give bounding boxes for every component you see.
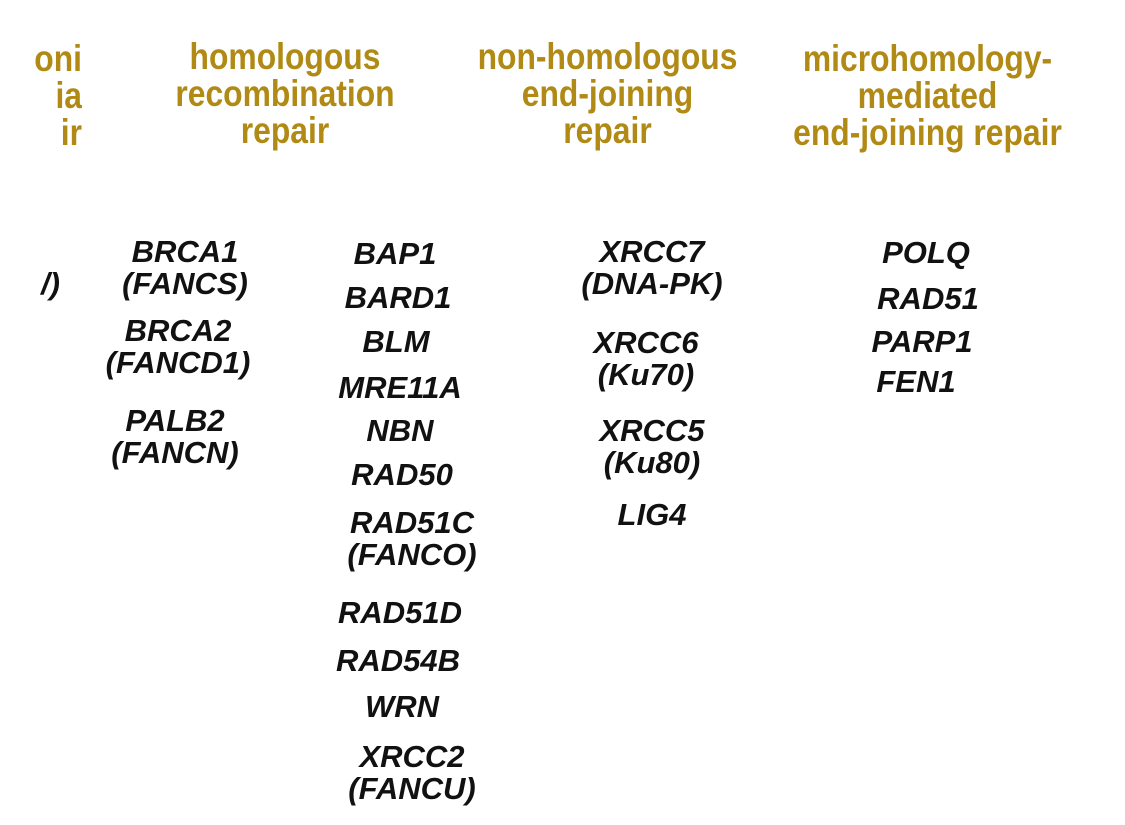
partial-pathway-header: oni ia ir xyxy=(0,40,82,151)
gene-label: RAD51C (FANCO) xyxy=(312,507,512,571)
gene-label: BLM xyxy=(296,326,496,358)
header-line: non-homologous xyxy=(477,36,738,77)
gene-alias: (FANCD1) xyxy=(105,345,251,380)
gene-alias: (FANCS) xyxy=(122,266,248,301)
gene-name: RAD54B xyxy=(335,643,461,678)
gene-name: PARP1 xyxy=(871,324,973,359)
gene-alias: (FANCN) xyxy=(111,435,239,470)
gene-name: FEN1 xyxy=(876,364,956,399)
header-line: end-joining repair xyxy=(793,112,1062,153)
gene-name: BLM xyxy=(362,324,430,359)
gene-name: XRCC7 xyxy=(599,234,705,269)
gene-name: XRCC6 xyxy=(593,325,699,360)
mmej-pathway-header: microhomology- mediated end-joining repa… xyxy=(779,40,1076,151)
gene-label: XRCC7 (DNA-PK) xyxy=(552,236,752,300)
gene-name: BARD1 xyxy=(344,280,452,315)
gene-alias: (FANCO) xyxy=(347,537,477,572)
gene-label: BRCA2 (FANCD1) xyxy=(78,315,278,379)
gene-label: RAD54B xyxy=(298,645,498,677)
gene-name: RAD51D xyxy=(337,595,463,630)
gene-name: XRCC5 xyxy=(599,413,705,448)
gene-label: BAP1 xyxy=(295,238,495,270)
gene-label: FEN1 xyxy=(816,366,1016,398)
gene-name: XRCC2 xyxy=(359,739,465,774)
hr-pathway-header: homologous recombination repair xyxy=(156,38,414,149)
gene-label: RAD51 xyxy=(828,283,1028,315)
gene-label: MRE11A xyxy=(300,372,500,404)
gene-alias: (Ku70) xyxy=(597,357,695,392)
gene-name: BRCA1 xyxy=(131,234,239,269)
gene-name: LIG4 xyxy=(617,497,687,532)
header-line: mediated xyxy=(857,75,998,116)
gene-label: BRCA1 (FANCS) xyxy=(85,236,285,300)
header-line: repair xyxy=(563,110,652,151)
gene-label: PALB2 (FANCN) xyxy=(75,405,275,469)
gene-label: WRN xyxy=(302,691,502,723)
gene-alias: (Ku80) xyxy=(603,445,701,480)
header-line: end-joining xyxy=(521,73,694,114)
gene-label: /) xyxy=(41,268,60,301)
gene-label: XRCC2 (FANCU) xyxy=(312,741,512,805)
gene-name: BAP1 xyxy=(353,236,437,271)
gene-label: XRCC6 (Ku70) xyxy=(546,327,746,391)
nhej-pathway-header: non-homologous end-joining repair xyxy=(459,38,756,149)
gene-label: XRCC5 (Ku80) xyxy=(552,415,752,479)
gene-alias: (DNA-PK) xyxy=(581,266,723,301)
gene-label: RAD51D xyxy=(300,597,500,629)
gene-name: RAD51 xyxy=(877,281,979,316)
gene-name: BRCA2 xyxy=(124,313,232,348)
gene-label: NBN xyxy=(300,415,500,447)
header-line: microhomology- xyxy=(802,38,1053,79)
gene-label: BARD1 xyxy=(298,282,498,314)
gene-name: POLQ xyxy=(882,235,970,270)
header-line: ir xyxy=(60,112,82,153)
gene-name: RAD50 xyxy=(351,457,453,492)
gene-label: POLQ xyxy=(826,237,1026,269)
header-line: oni xyxy=(34,40,82,79)
gene-name: PALB2 xyxy=(125,403,225,438)
partial-header-clip: oni ia ir xyxy=(0,40,82,160)
gene-alias: (FANCU) xyxy=(348,771,476,806)
gene-label: LIG4 xyxy=(552,499,752,531)
gene-name: WRN xyxy=(364,689,440,724)
gene-label: RAD50 xyxy=(302,459,502,491)
gene-name: MRE11A xyxy=(338,370,462,405)
gene-name: RAD51C xyxy=(349,505,475,540)
partial-gene-clip: /) xyxy=(0,268,62,308)
header-line: recombination xyxy=(175,73,395,114)
header-line: ia xyxy=(55,75,82,116)
gene-name: NBN xyxy=(366,413,434,448)
header-line: repair xyxy=(240,110,330,151)
header-line: homologous xyxy=(189,36,381,77)
gene-label: PARP1 xyxy=(822,326,1022,358)
